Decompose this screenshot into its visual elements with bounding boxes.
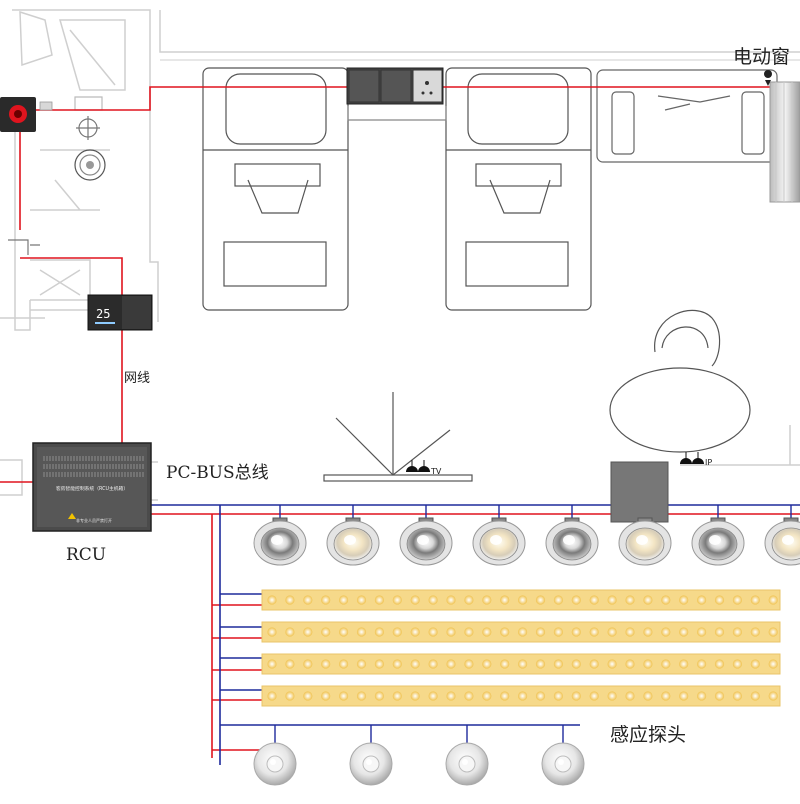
wall-switch-panel bbox=[346, 67, 444, 105]
downlight bbox=[472, 517, 526, 566]
downlight bbox=[253, 517, 307, 566]
downlight bbox=[399, 517, 453, 566]
sensor-feeds bbox=[274, 725, 564, 743]
tv-label: TV bbox=[430, 467, 442, 476]
rcu-box-title: 客房智能控制系统（RCU主机箱） bbox=[56, 485, 128, 492]
led-strip bbox=[261, 589, 781, 611]
downlight bbox=[618, 517, 672, 566]
curtain-motor bbox=[764, 70, 800, 203]
tv-unit bbox=[323, 392, 473, 482]
thermostat-display: 25 bbox=[96, 307, 110, 321]
bus-wiring bbox=[150, 504, 800, 765]
bathroom-fixtures bbox=[8, 96, 106, 255]
motion-sensor bbox=[445, 742, 489, 786]
ip-label: IP bbox=[705, 458, 712, 467]
downlight-group bbox=[253, 517, 800, 566]
rcu-box-warning: 非专业人员严禁打开 bbox=[76, 517, 112, 523]
bed-right bbox=[445, 67, 592, 311]
motion-sensor bbox=[541, 742, 585, 786]
ip-socket: IP bbox=[680, 452, 712, 467]
thermostat-panel: 25 bbox=[87, 294, 153, 331]
led-strip bbox=[261, 621, 781, 643]
sensor-label: 感应探头 bbox=[610, 724, 686, 746]
led-strip-group bbox=[261, 589, 781, 707]
downlight bbox=[545, 517, 599, 566]
rcu-label: RCU bbox=[66, 545, 106, 565]
floor-plan-architecture bbox=[0, 9, 800, 501]
network-cable-label: 网线 bbox=[124, 371, 150, 386]
bus-label: PC-BUS总线 bbox=[166, 463, 269, 483]
downlight bbox=[764, 517, 800, 566]
motion-sensor bbox=[349, 742, 393, 786]
led-strip bbox=[261, 685, 781, 707]
bed-left bbox=[202, 67, 349, 311]
card-switch bbox=[0, 97, 53, 132]
chair-and-table bbox=[609, 309, 751, 453]
bedside-cabinet bbox=[347, 106, 447, 121]
motion-sensor-group bbox=[253, 742, 585, 786]
downlight bbox=[326, 517, 380, 566]
tv-socket: TV bbox=[406, 460, 442, 476]
motion-sensor bbox=[253, 742, 297, 786]
sofa bbox=[596, 69, 778, 163]
curtain-label: 电动窗 bbox=[733, 46, 790, 68]
junction-box bbox=[610, 461, 669, 523]
downlight bbox=[691, 517, 745, 566]
led-strip bbox=[261, 653, 781, 675]
rcu-box: 客房智能控制系统（RCU主机箱） 非专业人员严禁打开 bbox=[32, 442, 152, 532]
